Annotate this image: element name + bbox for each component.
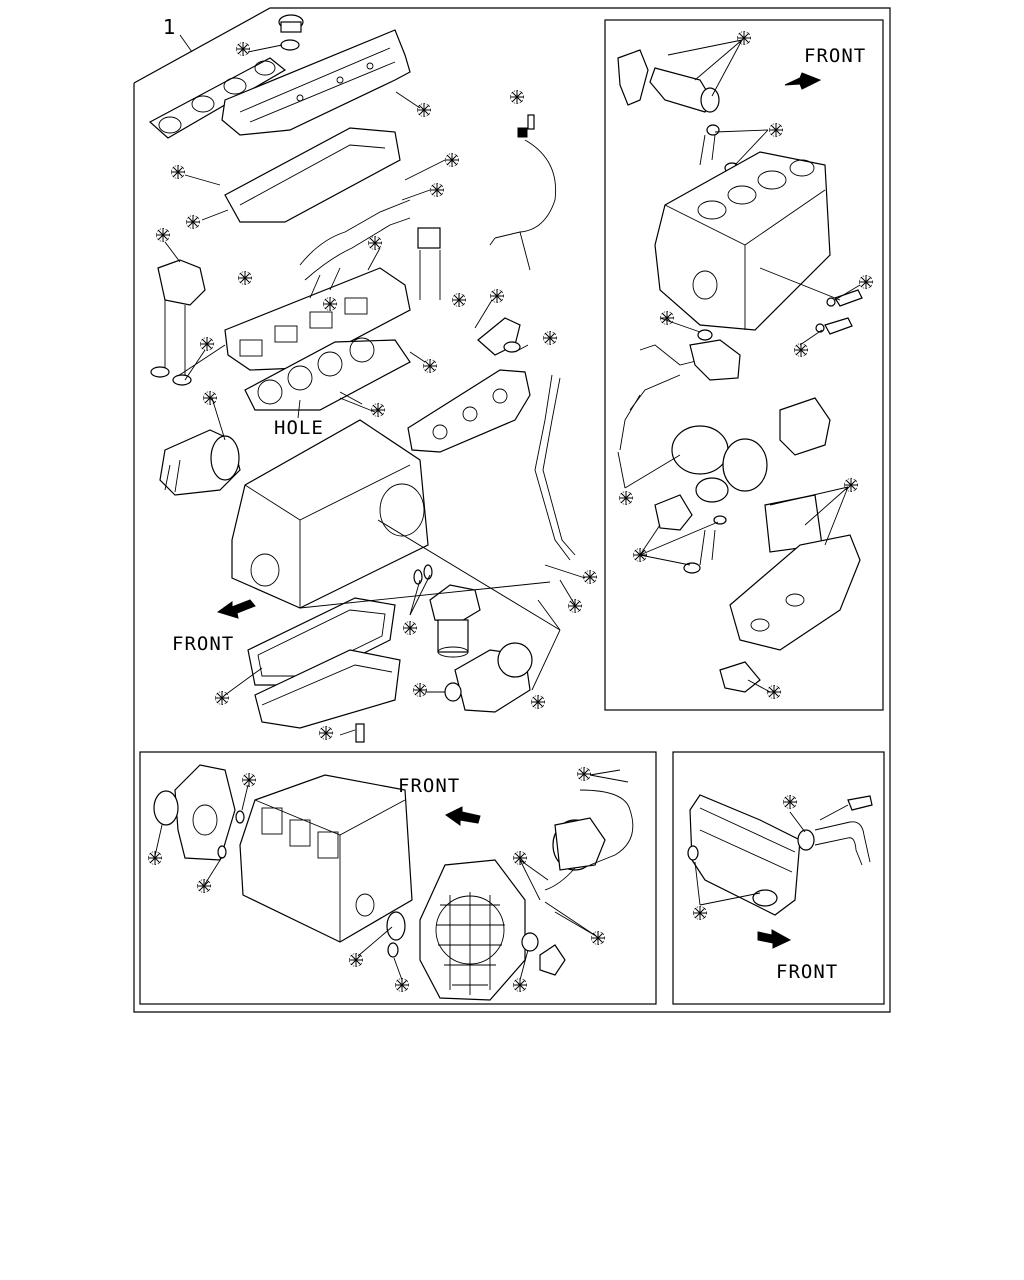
asterisk-marker [196, 878, 212, 894]
asterisk-marker [768, 122, 784, 138]
front-cover-inset-frame [139, 751, 657, 1005]
asterisk-marker [348, 952, 364, 968]
front-label-cover: FRONT [398, 775, 460, 797]
oil-cooler [444, 642, 533, 713]
thermostat-housing [150, 259, 206, 386]
asterisk-marker [659, 310, 675, 326]
front-label-main: FRONT [172, 633, 234, 655]
cylinder-block [231, 419, 429, 609]
injection-pump [159, 429, 241, 496]
oil-pan-gasket [247, 597, 396, 686]
cylinder-head-cover [221, 29, 411, 136]
turbo-exhaust-inset: FRONT [617, 30, 874, 700]
asterisk-marker [793, 342, 809, 358]
asterisk-marker [370, 402, 386, 418]
oil-pan [254, 649, 401, 743]
asterisk-marker [542, 330, 558, 346]
asterisk-marker [582, 569, 598, 585]
asterisk-marker [394, 977, 410, 993]
asterisk-marker [590, 930, 606, 946]
asterisk-marker [736, 30, 752, 46]
asterisk-marker [214, 690, 230, 706]
oil-filter [429, 584, 481, 658]
intake-manifold-gasket [148, 57, 287, 139]
asterisk-marker [858, 274, 874, 290]
injection-pipes [299, 199, 411, 299]
front-arrow-main [216, 599, 256, 619]
asterisk-marker [170, 164, 186, 180]
intake-manifold [224, 267, 411, 371]
asterisk-marker [843, 477, 859, 493]
asterisk-marker [530, 694, 546, 710]
front-label-egr: FRONT [776, 961, 838, 983]
asterisk-marker [318, 725, 334, 741]
front-rear-cover-inset: FRONT [147, 764, 634, 1001]
asterisk-marker [237, 270, 253, 286]
asterisk-marker [444, 152, 460, 168]
asterisk-marker [199, 336, 215, 352]
asterisk-marker [576, 766, 592, 782]
asterisk-marker [412, 682, 428, 698]
asterisk-marker [766, 684, 782, 700]
asterisk-marker [509, 89, 525, 105]
cylinder-head-gasket [244, 337, 411, 411]
asterisk-marker [155, 227, 171, 243]
turbo-inset-frame [604, 19, 884, 711]
asterisk-marker [202, 390, 218, 406]
asterisk-marker [416, 102, 432, 118]
main-leader-lines [164, 44, 586, 736]
asterisk-marker [422, 358, 438, 374]
main-kit-panel: FRONT HOLE [148, 14, 598, 743]
egr-valve [477, 317, 521, 356]
asterisk-marker [512, 977, 528, 993]
reference-number: 1 [163, 15, 176, 39]
asterisk-marker [782, 794, 798, 810]
asterisk-marker [632, 547, 648, 563]
asterisk-marker [567, 598, 583, 614]
asterisk-marker [235, 41, 251, 57]
egr-cooler-inset: FRONT [687, 794, 873, 983]
oil-level-gauge [534, 374, 576, 561]
asterisk-marker [402, 620, 418, 636]
hole-label: HOLE [274, 417, 324, 439]
asterisk-marker [241, 772, 257, 788]
asterisk-marker [367, 235, 383, 251]
head-cover-gasket [224, 127, 401, 223]
asterisk-marker [429, 182, 445, 198]
asterisk-marker [692, 905, 708, 921]
oil-filter-o-rings [413, 564, 433, 585]
asterisk-marker [512, 850, 528, 866]
asterisk-marker [451, 292, 467, 308]
exhaust-manifold [407, 369, 531, 453]
wiring-harness [489, 114, 557, 271]
asterisk-marker [489, 288, 505, 304]
injectors [417, 227, 441, 300]
egr-inset-frame [672, 751, 885, 1005]
asterisk-marker [147, 850, 163, 866]
outer-frame: 1 [133, 7, 891, 1013]
asterisk-marker [618, 490, 634, 506]
asterisk-marker [322, 296, 338, 312]
asterisk-marker [185, 214, 201, 230]
front-label-turbo: FRONT [804, 45, 866, 67]
